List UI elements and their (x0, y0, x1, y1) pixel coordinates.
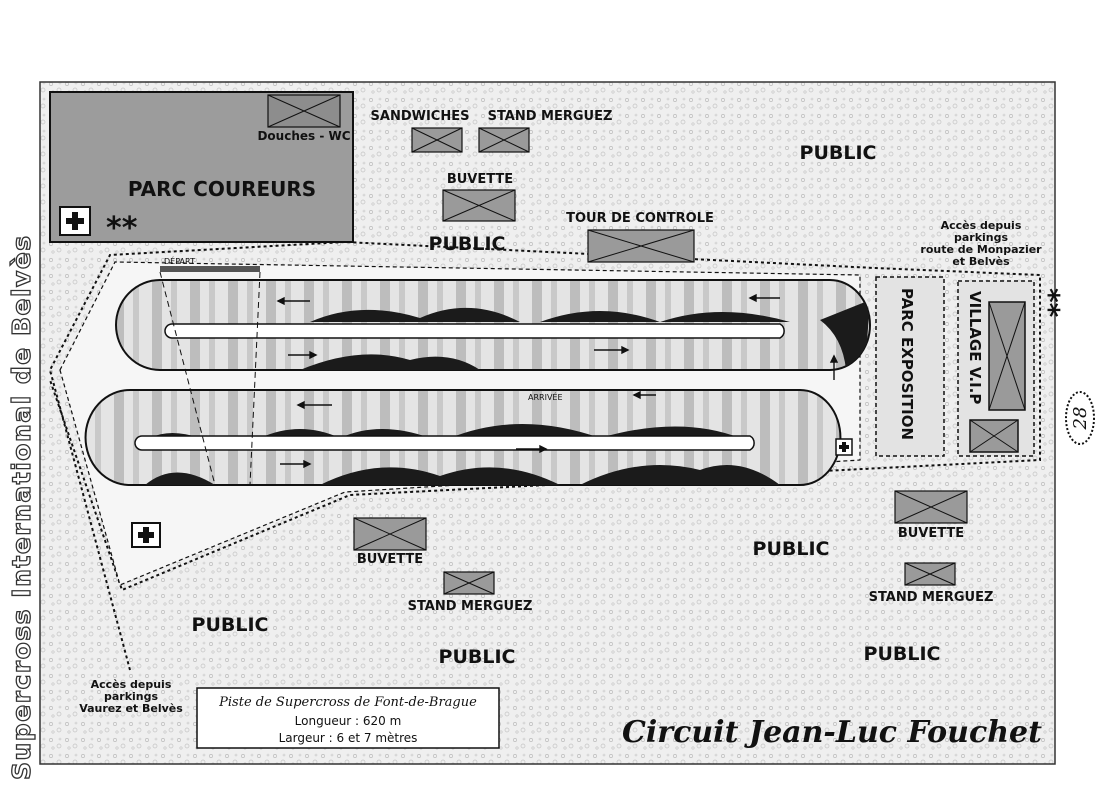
douches-wc-label: Douches - WC (257, 129, 350, 143)
parc-coureurs-area: Douches - WC PARC COUREURS ** (49, 91, 354, 246)
parc-exposition-area: PARC EXPOSITION (875, 276, 945, 457)
stand-merguez-bottom-right-label: STAND MERGUEZ (869, 590, 994, 605)
perimeter-fence (48, 240, 1041, 671)
parc-coureurs-label: PARC COUREURS (128, 177, 316, 201)
public-label: PUBLIC (800, 142, 877, 164)
arrivee-label: ARRIVÉE (528, 391, 563, 402)
svg-text:route de Monpazier: route de Monpazier (920, 243, 1042, 256)
first-aid-icon (835, 438, 853, 456)
svg-text:Accès depuis: Accès depuis (941, 219, 1022, 232)
depart-label: DÉPART (164, 255, 195, 266)
vip-stand-icon (969, 419, 1019, 453)
village-vip-label: VILLAGE V.I.P (966, 291, 984, 404)
circuit-name: Circuit Jean-Luc Fouchet (622, 715, 1042, 750)
buvette-bottom-left-label: BUVETTE (357, 552, 423, 567)
public-label: PUBLIC (864, 643, 941, 665)
stand-merguez-top: STAND MERGUEZ (478, 109, 613, 153)
first-aid-icon (59, 206, 91, 236)
public-label: PUBLIC (192, 614, 269, 636)
buvette-top-label: BUVETTE (447, 172, 513, 187)
sandwiches-stand: SANDWICHES (371, 109, 470, 153)
parc-exposition-label: PARC EXPOSITION (898, 288, 916, 440)
stand-merguez-bottom-right: STAND MERGUEZ (869, 562, 994, 605)
access-note-top-right: Accès depuis parkings route de Monpazier… (920, 219, 1042, 268)
public-label: PUBLIC (753, 538, 830, 560)
buvette-bottom-left: BUVETTE (353, 517, 427, 567)
stars-vip: ** (1033, 288, 1066, 318)
side-title-text: Supercross International de Belvès (7, 234, 36, 780)
page-number: 28 (1070, 407, 1091, 431)
page-number-badge: 28 (1058, 388, 1096, 448)
info-box-width: Largeur : 6 et 7 mètres (279, 731, 418, 745)
svg-text:parkings: parkings (104, 690, 159, 703)
public-label: PUBLIC (439, 646, 516, 668)
stand-merguez-top-label: STAND MERGUEZ (488, 109, 613, 124)
svg-text:Vaurez et Belvès: Vaurez et Belvès (79, 702, 183, 715)
first-aid-icon (131, 522, 161, 548)
buvette-bottom-right-label: BUVETTE (898, 526, 964, 541)
buvette-bottom-right: BUVETTE (894, 490, 968, 541)
side-title: Supercross International de Belvès (0, 40, 40, 800)
info-box-length: Longueur : 620 m (295, 714, 402, 728)
buvette-top: BUVETTE (442, 172, 516, 222)
svg-text:et Belvès: et Belvès (952, 255, 1010, 268)
access-note-bottom-left: Accès depuis parkings Vaurez et Belvès (79, 678, 183, 715)
start-gate (160, 266, 260, 272)
svg-text:Accès depuis: Accès depuis (91, 678, 172, 691)
track-info-box: Piste de Supercross de Font-de-Brague Lo… (196, 687, 500, 749)
stand-merguez-bottom-left-label: STAND MERGUEZ (408, 599, 533, 614)
stand-merguez-bottom-left: STAND MERGUEZ (408, 571, 533, 614)
tour-de-controle-label: TOUR DE CONTROLE (566, 211, 714, 226)
sandwiches-label: SANDWICHES (371, 109, 470, 124)
tour-de-controle: TOUR DE CONTROLE (566, 211, 714, 263)
arrow-icon (276, 293, 839, 469)
vip-tent-icon (988, 301, 1026, 411)
svg-text:parkings: parkings (954, 231, 1009, 244)
info-box-title: Piste de Supercross de Font-de-Brague (218, 695, 477, 710)
village-vip-area: VILLAGE V.I.P (957, 280, 1035, 457)
supercross-track: DÉPART ARRIVÉE (84, 255, 871, 486)
public-label: PUBLIC (429, 233, 506, 255)
stars-paddock: ** (106, 211, 138, 246)
